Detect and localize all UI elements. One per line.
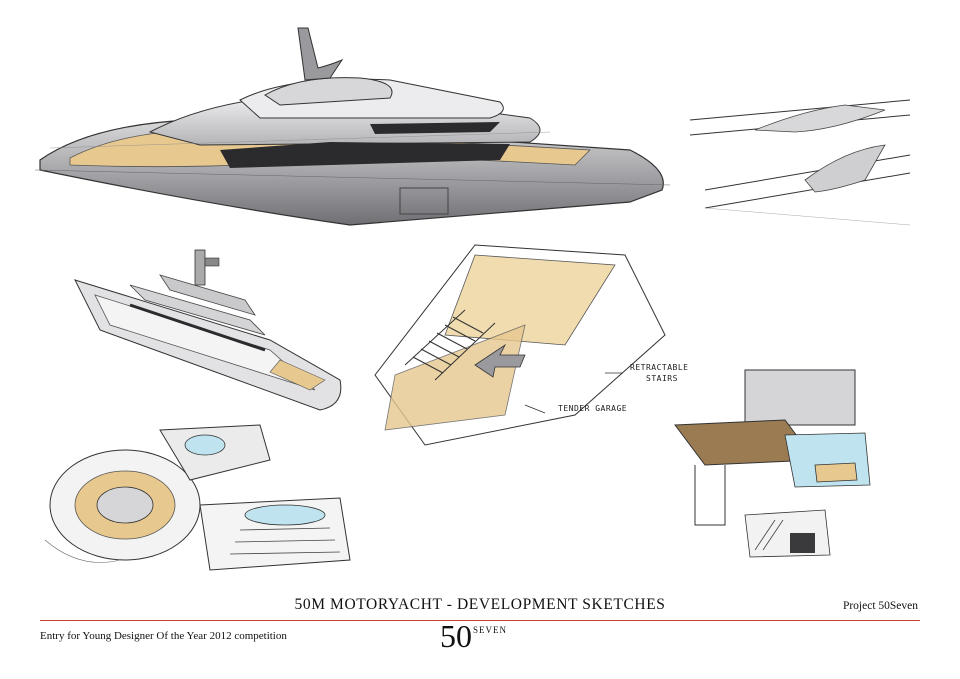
retractable-stairs-label: RETRACTABLE STAIRS xyxy=(630,363,689,383)
garage-section-sketch xyxy=(674,369,871,558)
main-yacht-sketch xyxy=(34,27,671,226)
logo-word: SEVEN xyxy=(473,625,507,635)
jacuzzi-deck-sketch xyxy=(44,424,351,571)
logo-number: 50 xyxy=(440,618,472,654)
project-name: Project 50Seven xyxy=(842,600,918,612)
brand-logo: 50 SEVEN xyxy=(440,616,507,656)
footer-divider xyxy=(40,620,920,621)
stair-detail-sketch xyxy=(689,99,911,226)
yacht-perspective-sketch xyxy=(74,249,342,411)
competition-entry-text: Entry for Young Designer Of the Year 201… xyxy=(40,630,287,642)
tender-garage-label: TENDER GARAGE xyxy=(558,404,628,413)
sheet-title: 50M MOTORYACHT - DEVELOPMENT SKETCHES xyxy=(294,596,666,613)
tender-garage-sketch xyxy=(374,244,666,446)
